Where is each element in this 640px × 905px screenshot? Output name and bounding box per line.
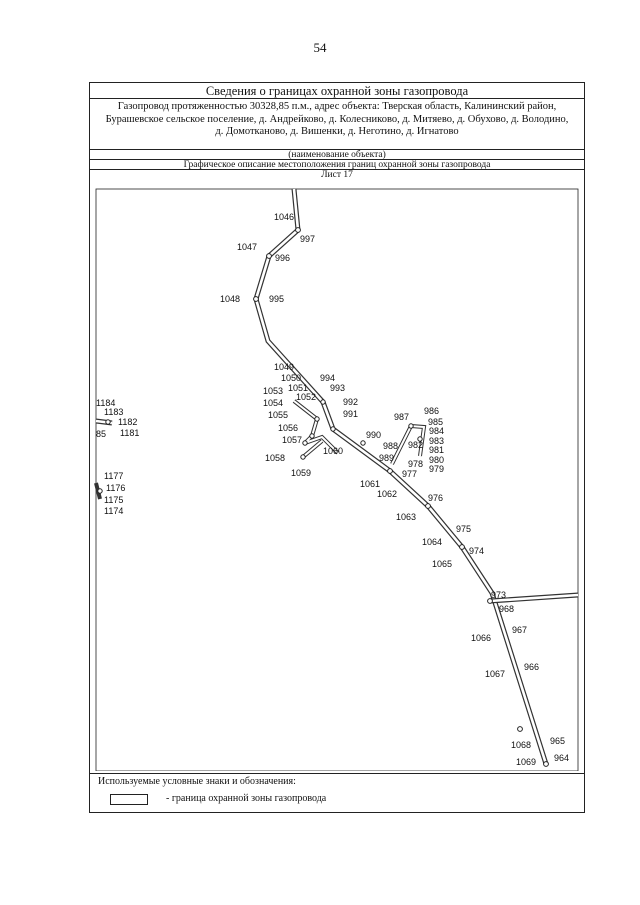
point-label: 1181 (120, 428, 139, 438)
point-label: 978 (408, 459, 423, 469)
description-line: д. Домотканово, д. Вишенки, д. Неготино,… (215, 126, 459, 137)
drawing-border (95, 188, 579, 771)
point-label: 1049 (274, 362, 294, 372)
point-label: 1050 (281, 373, 301, 383)
point-label: 1183 (104, 407, 123, 417)
point-label: 968 (499, 604, 514, 614)
point-label: 1066 (471, 633, 491, 643)
point-label: 980 (429, 455, 444, 465)
graphic-description-heading: Графическое описание местоположения гран… (90, 160, 584, 170)
point-label: 1047 (237, 242, 257, 252)
vertex-markers (97, 227, 549, 767)
point-label: 1068 (511, 740, 531, 750)
point-label: 984 (429, 426, 444, 436)
legend-title: Используемые условные знаки и обозначени… (98, 776, 296, 787)
point-label: 991 (343, 409, 358, 419)
point-label: 987 (394, 412, 409, 422)
description-line: Бурашевское сельское поселение, д. Андре… (105, 113, 569, 125)
point-label: 1059 (291, 468, 311, 478)
point-label: 996 (275, 253, 290, 263)
object-name-caption: (наименование объекта) (90, 150, 584, 160)
description-line: Газопровод протяженностью 30328,85 п.м.,… (117, 101, 557, 112)
point-label: 989 (379, 453, 394, 463)
point-label: 967 (512, 625, 527, 635)
point-label: 965 (550, 736, 565, 746)
point-label: 1058 (265, 453, 285, 463)
point-label: 1182 (118, 417, 137, 427)
point-labels: 1046 997 1047 996 1048 995 1049 1050 994… (96, 212, 569, 767)
point-label: 1174 (104, 506, 123, 516)
point-label: 977 (402, 469, 417, 479)
point-label: 1053 (263, 386, 283, 396)
point-label: 1177 (104, 471, 123, 481)
object-description: Газопровод протяженностью 30328,85 п.м.,… (90, 99, 584, 150)
point-label: 1057 (282, 435, 302, 445)
point-label: 997 (300, 234, 315, 244)
point-label: 992 (343, 397, 358, 407)
point-label: 1175 (104, 495, 123, 505)
point-label: 1065 (432, 559, 452, 569)
point-label: 1061 (360, 479, 380, 489)
point-label: 988 (383, 441, 398, 451)
point-label: 964 (554, 753, 569, 763)
point-label: 981 (429, 445, 444, 455)
point-label: 979 (429, 464, 444, 474)
point-label: 1064 (422, 537, 442, 547)
point-label: 1052 (296, 392, 316, 402)
point-label: 986 (424, 406, 439, 416)
point-label: 1048 (220, 294, 240, 304)
point-label: 85 (96, 429, 106, 439)
point-label: 975 (456, 524, 471, 534)
point-label: 1069 (516, 757, 536, 767)
point-label: 983 (429, 436, 444, 446)
point-label: 1051 (288, 383, 308, 393)
point-label: 1056 (278, 423, 298, 433)
sheet-label: Лист 17 (321, 170, 353, 180)
point-label: 1055 (268, 410, 288, 420)
point-label: 1063 (396, 512, 416, 522)
document-frame: Сведения о границах охранной зоны газопр… (89, 82, 585, 813)
point-label: 982 (408, 440, 423, 450)
page-number: 54 (313, 40, 327, 55)
point-label: 1062 (377, 489, 397, 499)
point-label: 1176 (106, 483, 125, 493)
point-label: 985 (428, 417, 443, 427)
point-label: 1184 (96, 398, 115, 408)
legend-boundary-label: - граница охранной зоны газопровода (166, 793, 327, 804)
point-label: 1046 (274, 212, 294, 222)
point-label: 994 (320, 373, 335, 383)
document-title: Сведения о границах охранной зоны газопр… (90, 83, 584, 99)
point-label: 993 (330, 383, 345, 393)
point-label: 990 (366, 430, 381, 440)
point-label: 974 (469, 546, 484, 556)
point-label: 1060 (323, 446, 343, 456)
point-label: 995 (269, 294, 284, 304)
point-label: 1054 (263, 398, 283, 408)
point-label: 976 (428, 493, 443, 503)
point-label: 1067 (485, 669, 505, 679)
legend-boundary-swatch (110, 794, 148, 805)
point-label: 966 (524, 662, 539, 672)
legend-divider (90, 773, 584, 774)
boundary-drawing: 1046 997 1047 996 1048 995 1049 1050 994… (94, 188, 579, 771)
point-label: 973 (491, 590, 506, 600)
